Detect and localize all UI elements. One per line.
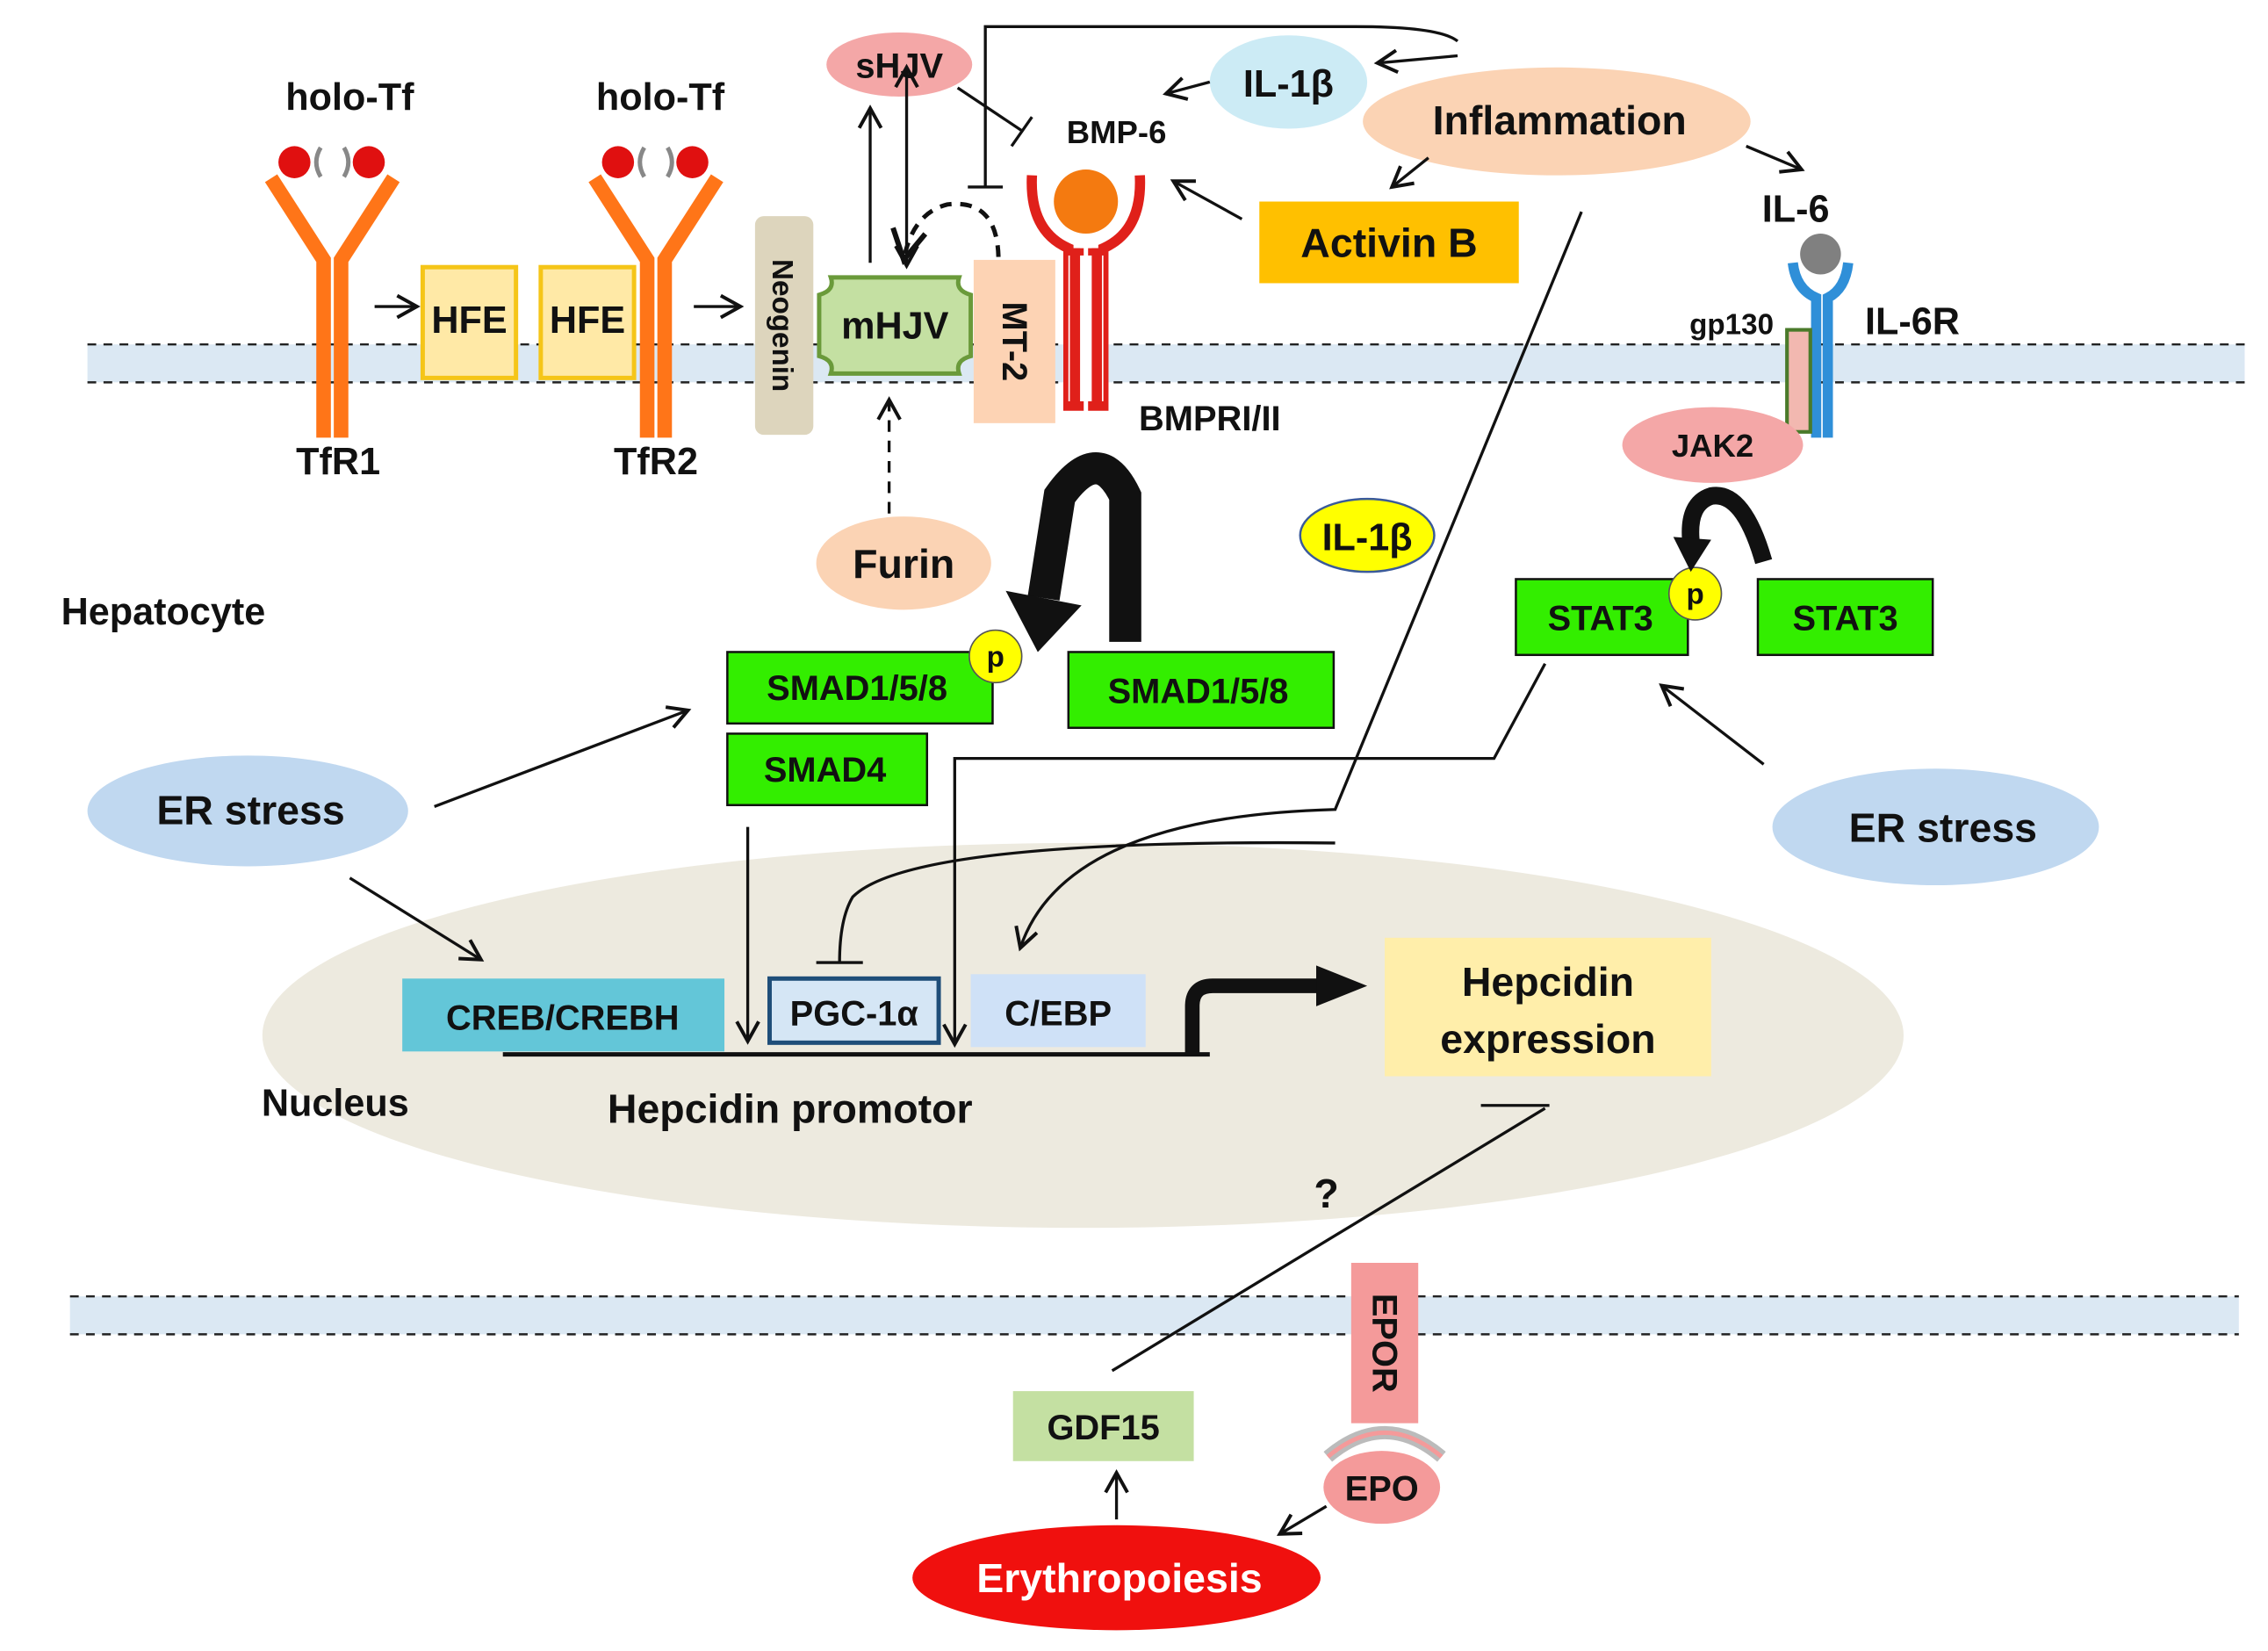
activin-b-box	[1259, 201, 1519, 284]
epor-box	[1350, 1263, 1419, 1424]
tfr2-receptor	[588, 174, 724, 438]
tfr1-label: TfR1	[296, 441, 380, 483]
stat3-box	[1756, 578, 1934, 657]
bmp6-ligand	[1054, 169, 1119, 234]
furin-label: Furin	[853, 541, 954, 587]
il1b-mid-ellipse	[1299, 497, 1436, 573]
activin-b-label: Activin B	[1300, 220, 1477, 266]
hfe-1-box	[420, 264, 519, 380]
pgc1a-label: PGC-1α	[790, 994, 919, 1033]
neogenin-label: Neogenin	[766, 259, 798, 392]
smad4-label: SMAD4	[764, 751, 886, 789]
erythroid-membrane	[69, 1294, 2239, 1336]
mt2-box	[973, 259, 1055, 423]
holo-tf-2-iron	[601, 146, 709, 178]
smad-phospho-circle	[968, 629, 1023, 684]
epor-label: EPOR	[1365, 1294, 1404, 1393]
connectors	[349, 25, 1805, 1536]
bmpr-receptor	[1026, 175, 1146, 411]
smad158-label: SMAD1/5/8	[1108, 673, 1289, 711]
gdf15-box	[1012, 1391, 1194, 1461]
bmp6-label: BMP-6	[1067, 114, 1167, 150]
inflammation-label: Inflammation	[1433, 97, 1687, 143]
pgc1a-box	[767, 976, 941, 1045]
smad158-p-box	[726, 651, 994, 725]
smad158-box	[1067, 651, 1336, 730]
furin-ellipse	[816, 516, 991, 610]
tfr1-receptor	[264, 174, 400, 438]
erythropoiesis-label: Erythropoiesis	[976, 1555, 1262, 1601]
hfe-1-label: HFE	[431, 299, 507, 342]
mhjv-label: mHJV	[841, 306, 949, 348]
il6r-receptor	[1788, 262, 1854, 438]
gdf15-label: GDF15	[1047, 1409, 1159, 1447]
jak2-ellipse	[1622, 407, 1804, 483]
er-stress-left-label: ER stress	[156, 787, 344, 833]
hfe-2-label: HFE	[550, 299, 625, 342]
hfe-2-box	[538, 264, 637, 380]
mhjv-shape	[817, 275, 974, 376]
question-mark: ?	[1314, 1171, 1338, 1216]
smad158-p-label: SMAD1/5/8	[767, 669, 947, 708]
smad4-box	[726, 732, 929, 807]
smad-phospho-label: p	[987, 641, 1004, 674]
epo-ellipse	[1323, 1451, 1441, 1525]
il6-ligand	[1800, 234, 1841, 275]
stat-phospho-circle	[1667, 566, 1723, 621]
il6r-label: IL-6R	[1865, 301, 1960, 343]
cebp-box	[970, 974, 1146, 1048]
il1b-mid-label: IL-1β	[1322, 516, 1413, 559]
er-stress-left-ellipse	[87, 755, 408, 867]
creb-label: CREB/CREBH	[446, 999, 680, 1037]
cebp-label: C/EBP	[1004, 994, 1112, 1033]
il1b-top-label: IL-1β	[1243, 63, 1334, 105]
er-stress-right-ellipse	[1772, 768, 2099, 886]
neogenin-box	[754, 216, 814, 436]
gp130-label: gp130	[1689, 309, 1774, 342]
il6-label: IL-6	[1762, 189, 1830, 231]
hepatocyte-membrane	[87, 342, 2245, 384]
transcription-start-arrow	[1184, 978, 1320, 1055]
holo-tf-1-label: holo-Tf	[285, 76, 414, 119]
inflammation-ellipse	[1363, 67, 1751, 176]
jak2-label: JAK2	[1672, 428, 1753, 464]
stat3-p-label: STAT3	[1548, 600, 1653, 638]
bmpr-label: BMPRI/II	[1139, 400, 1281, 438]
il1b-top-ellipse	[1209, 35, 1368, 129]
hepcidin-expression-box	[1385, 937, 1711, 1077]
hepcidin-expression-line-2: expression	[1440, 1016, 1655, 1062]
hepcidin-promotor-label: Hepcidin promotor	[608, 1086, 973, 1132]
holo-tf-2-label: holo-Tf	[596, 76, 725, 119]
stat-phospho-label: p	[1686, 579, 1703, 611]
stat3-label: STAT3	[1792, 600, 1897, 638]
mt2-label: MT-2	[995, 302, 1033, 382]
er-stress-right-label: ER stress	[1849, 804, 2037, 850]
stat3-p-box	[1515, 578, 1689, 657]
gp130-box	[1785, 328, 1812, 434]
erythropoiesis-ellipse	[912, 1525, 1321, 1631]
bmpr-smad-thick-arrow	[1027, 452, 1141, 642]
jak2-stat3-thick-arrow	[1681, 487, 1773, 565]
creb-box	[402, 978, 725, 1052]
tfr2-label: TfR2	[614, 441, 698, 483]
hepcidin-expression-line-1: Hepcidin	[1462, 959, 1634, 1005]
nucleus-label: Nucleus	[262, 1082, 409, 1124]
holo-tf-1-iron	[278, 146, 385, 178]
shjv-label: sHJV	[855, 47, 943, 85]
hepatocyte-label: Hepatocyte	[61, 591, 266, 633]
epo-label: EPO	[1345, 1470, 1419, 1509]
